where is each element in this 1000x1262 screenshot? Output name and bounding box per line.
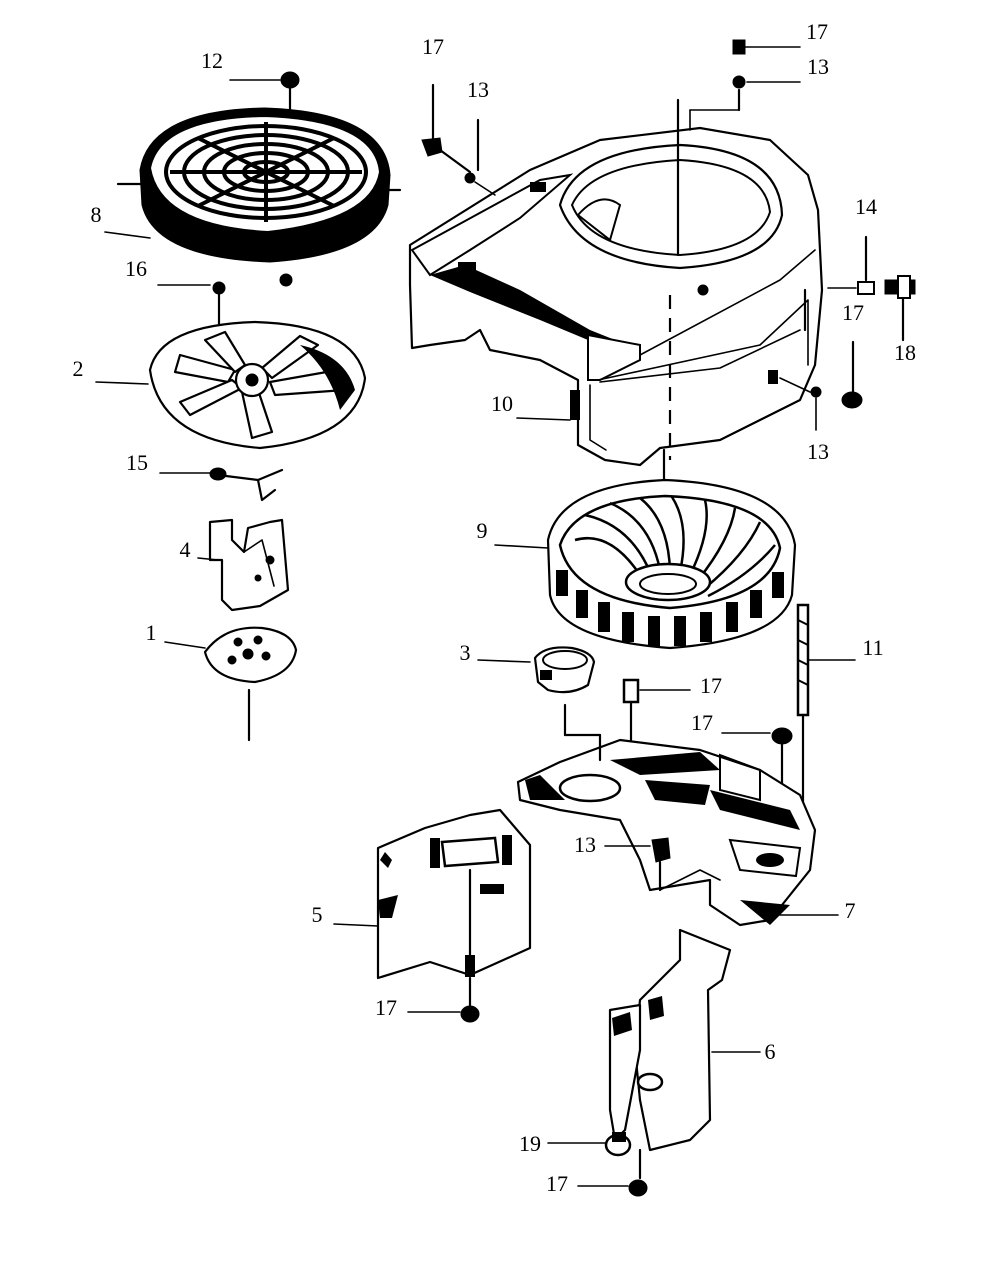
part-17-bolt-left <box>421 83 472 174</box>
callout-labels: 12 8 16 2 15 4 1 17 13 17 13 14 17 18 10… <box>73 19 917 1196</box>
callout-17-top: 17 <box>806 19 828 44</box>
callout-11: 11 <box>862 635 883 660</box>
callout-13-lower: 13 <box>574 832 596 857</box>
callout-17-side: 17 <box>691 710 713 735</box>
part-7-base-housing <box>516 703 839 927</box>
part-19-bolt <box>547 1132 632 1157</box>
callout-2: 2 <box>73 356 84 381</box>
part-3-retainer <box>477 646 596 694</box>
callout-15: 15 <box>126 450 148 475</box>
part-15-screw <box>159 467 284 502</box>
part-14-nut <box>827 235 875 295</box>
part-8-grille-screen <box>104 107 402 287</box>
part-17-bolt-shroud <box>407 976 480 1023</box>
callout-12: 12 <box>201 48 223 73</box>
callout-1: 1 <box>146 620 157 645</box>
part-13-washer-right <box>779 377 822 431</box>
callout-6: 6 <box>765 1039 776 1064</box>
callout-3: 3 <box>460 640 471 665</box>
part-13-washer-left <box>464 118 496 196</box>
callout-10: 10 <box>491 391 513 416</box>
callout-17-right: 17 <box>842 300 864 325</box>
part-12-nut <box>229 71 300 112</box>
part-2-fan <box>95 320 367 450</box>
part-18-bolt <box>884 275 916 342</box>
part-1-plate <box>164 626 298 742</box>
part-10-blower-housing <box>408 126 824 467</box>
callout-13-right: 13 <box>807 439 829 464</box>
callout-18: 18 <box>894 340 916 365</box>
callout-19: 19 <box>519 1131 541 1156</box>
callout-14: 14 <box>855 194 877 219</box>
callout-13-left: 13 <box>467 77 489 102</box>
callout-4: 4 <box>180 537 191 562</box>
part-6-panel <box>608 928 761 1180</box>
callout-17-mid: 17 <box>700 673 722 698</box>
callout-13-top: 13 <box>807 54 829 79</box>
part-17-bolt-top <box>732 39 801 55</box>
callout-8: 8 <box>91 202 102 227</box>
callout-17-shroud: 17 <box>375 995 397 1020</box>
part-13-washer-lower <box>604 837 671 892</box>
part-9-flywheel <box>494 478 797 650</box>
callout-5: 5 <box>312 902 323 927</box>
part-5-shroud <box>333 808 532 980</box>
part-13-washer-top <box>689 75 801 131</box>
part-11-long-bolt <box>796 603 856 832</box>
callout-16: 16 <box>125 256 147 281</box>
part-17-bolt-right <box>841 340 863 409</box>
part-17-bolt-bottom <box>577 1179 648 1197</box>
callout-9: 9 <box>477 518 488 543</box>
callout-17-left: 17 <box>422 34 444 59</box>
callout-7: 7 <box>845 898 856 923</box>
callout-17-bottom: 17 <box>546 1171 568 1196</box>
part-4-bracket <box>197 518 290 612</box>
